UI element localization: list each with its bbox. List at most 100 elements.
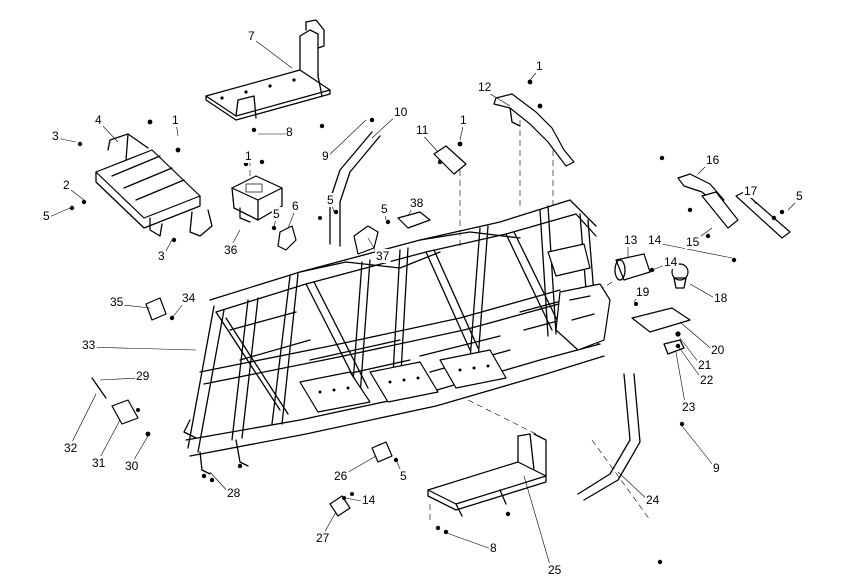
callout-backing <box>361 493 377 507</box>
callout-backing <box>685 235 701 249</box>
callout-backing <box>623 233 639 247</box>
part-10-curved-tube <box>329 131 381 247</box>
callout-backing <box>409 196 425 210</box>
callout-label-c4: 4 <box>95 113 102 127</box>
callout-backing <box>272 207 281 221</box>
part-24-bent-rod <box>577 373 641 501</box>
callout-label-c19: 19 <box>636 285 650 299</box>
callout-backing <box>535 59 544 73</box>
part-33-main-frame <box>183 199 611 475</box>
callout-backing <box>681 400 697 414</box>
callout-backing <box>333 469 349 483</box>
callout-label-c5a: 5 <box>43 209 50 223</box>
callout-backing <box>135 369 151 383</box>
callout-backing <box>124 459 140 473</box>
callout-backing <box>62 178 71 192</box>
callout-label-c38: 38 <box>410 196 424 210</box>
part-12-upper-bracket <box>493 93 575 167</box>
callout-backing <box>380 202 389 216</box>
callout-label-c9a: 9 <box>322 149 329 163</box>
callout-backing <box>459 113 468 127</box>
callout-label-c33: 33 <box>82 338 96 352</box>
callout-label-c23: 23 <box>682 400 696 414</box>
callout-label-c9b: 9 <box>713 461 720 475</box>
callout-label-c3b: 3 <box>158 249 165 263</box>
callout-label-c32: 32 <box>64 441 78 455</box>
callout-label-c14a: 14 <box>648 233 662 247</box>
callout-backing <box>244 149 253 163</box>
callout-backing <box>710 343 726 357</box>
callout-backing <box>489 541 498 555</box>
leader-line-c29 <box>99 377 141 381</box>
callout-backing <box>699 373 715 387</box>
callout-label-c14c: 14 <box>362 493 376 507</box>
callout-label-c13: 13 <box>624 233 638 247</box>
callout-label-c24: 24 <box>646 493 660 507</box>
callout-backing <box>109 295 125 309</box>
callout-backing <box>415 123 430 137</box>
part-38-clip <box>397 211 431 229</box>
callout-backing <box>697 358 713 372</box>
callout-label-c21: 21 <box>698 358 712 372</box>
callout-backing <box>712 461 721 475</box>
leader-line-c20 <box>679 321 716 353</box>
callout-backing <box>291 199 300 213</box>
part-17-plate <box>735 191 791 239</box>
callout-backing <box>705 153 721 167</box>
callout-backing <box>635 285 651 299</box>
callout-label-c7: 7 <box>248 29 255 43</box>
callout-label-c27: 27 <box>316 531 330 545</box>
callout-label-c29: 29 <box>136 369 150 383</box>
callout-backing <box>713 291 729 305</box>
callout-backing <box>226 486 242 500</box>
part-26-bracket <box>371 441 393 463</box>
callout-backing <box>547 563 563 577</box>
callout-backing <box>157 249 166 263</box>
leader-line-c23 <box>675 351 687 410</box>
callout-label-c20: 20 <box>711 343 725 357</box>
callout-backing <box>795 189 804 203</box>
callout-label-c3a: 3 <box>52 129 59 143</box>
callout-backing <box>663 255 679 269</box>
part-31-bracket <box>111 399 139 425</box>
callout-backing <box>321 149 330 163</box>
callout-label-c26: 26 <box>334 469 348 483</box>
callout-label-c1c: 1 <box>460 113 467 127</box>
callout-backing <box>315 531 331 545</box>
callout-label-c16: 16 <box>706 153 720 167</box>
callout-backing <box>51 129 60 143</box>
callout-backing <box>645 493 661 507</box>
callout-backing <box>743 184 759 198</box>
leader-line-c7 <box>251 37 293 69</box>
callout-label-c15: 15 <box>686 235 700 249</box>
alignment-lines <box>249 120 651 521</box>
callout-label-c30: 30 <box>125 459 139 473</box>
callout-backing <box>94 113 103 127</box>
callout-backing <box>477 80 493 94</box>
callout-backing <box>63 441 79 455</box>
part-32-bolt <box>91 377 107 399</box>
callout-backing <box>285 125 294 139</box>
leader-line-c25 <box>523 475 553 573</box>
leader-line-c24 <box>617 471 651 503</box>
callout-backing <box>223 243 239 257</box>
hardware-fasteners <box>69 79 785 565</box>
callout-label-c35: 35 <box>110 295 124 309</box>
callout-label-c36: 36 <box>224 243 238 257</box>
callout-label-c10: 10 <box>394 105 408 119</box>
part-11-bracket <box>433 145 467 175</box>
part-16-side-bracket <box>677 173 739 229</box>
callout-label-c1a: 1 <box>536 59 543 73</box>
callout-label-c5e: 5 <box>796 189 803 203</box>
leader-line-c9b <box>681 425 718 471</box>
part-6-small-plate <box>277 225 297 251</box>
part-20-hitch-plate <box>631 307 691 333</box>
callout-label-c31: 31 <box>92 456 106 470</box>
leader-line-c9a <box>325 119 367 159</box>
callout-label-c28: 28 <box>227 486 241 500</box>
part-23-rod <box>663 339 685 355</box>
part-37-bracket <box>353 225 379 255</box>
